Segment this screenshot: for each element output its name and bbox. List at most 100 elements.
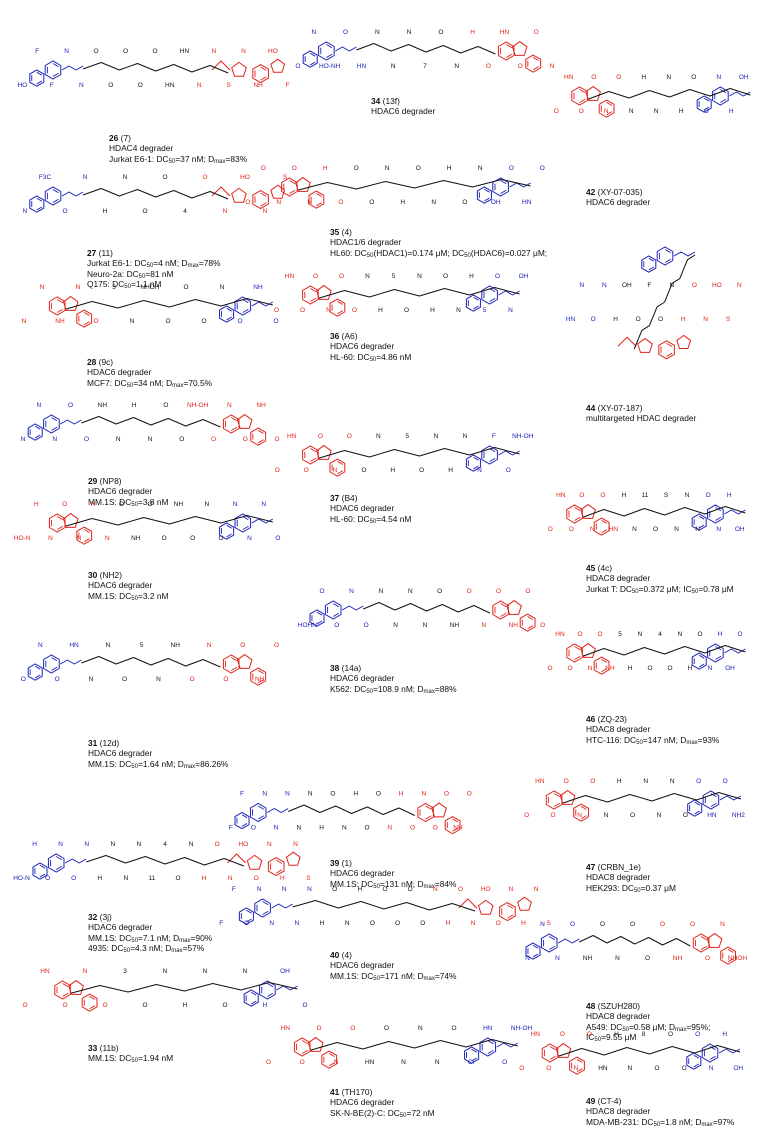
aromatic-bond [574, 516, 581, 521]
atom-label: O [347, 433, 352, 440]
aromatic-bond [56, 525, 64, 530]
atom-label: H [617, 778, 622, 785]
compound-activity: HTC-116: DC50=147 nM; Dmax=93% [586, 734, 720, 746]
atom-label: OH [735, 526, 745, 533]
aromatic-bond [471, 1057, 477, 1062]
aromatic-bond [267, 992, 274, 997]
atom-label: N [243, 968, 248, 975]
atom-label: O [274, 307, 279, 314]
atom-label: N [376, 433, 381, 440]
cap-ring [238, 907, 254, 925]
aromatic-bond [230, 417, 238, 422]
atom-label: OH [725, 665, 735, 672]
atom-label: NH-OH [187, 402, 209, 409]
aromatic-bond [484, 188, 490, 193]
aromatic-bond [601, 659, 608, 663]
compound-activity: Jurkat E6-1: DC50=4 nM; Dmax=78% [87, 258, 221, 270]
aromatic-bond [257, 805, 265, 810]
aromatic-bond [275, 869, 283, 874]
atom-label: N [124, 875, 129, 882]
atom-label: N [297, 825, 302, 832]
compound-activity: Jurkat E6-1: DC50=37 nM; Dmax=83% [109, 153, 248, 165]
atom-label: O [219, 535, 224, 542]
atom-label: N [365, 273, 370, 280]
aromatic-bond [62, 983, 69, 988]
atom-label: F3C [39, 174, 52, 181]
warhead-ring [234, 513, 252, 533]
aromatic-bond [425, 805, 432, 810]
imide-ring [307, 1036, 324, 1052]
atom-label: H [448, 467, 453, 474]
atom-label: HN [609, 526, 619, 533]
warhead-chain [61, 191, 84, 197]
atom-label: N [137, 841, 142, 848]
linker-chain [86, 855, 244, 867]
atom-label: N [52, 436, 57, 443]
atom-label: O [274, 642, 279, 649]
atom-label: N [654, 108, 659, 115]
aromatic-bond [484, 197, 490, 202]
compound-activity: HDAC6 degrader [330, 868, 395, 879]
aromatic-bond [700, 945, 707, 950]
aromatic-bond [720, 89, 727, 94]
aromatic-bond [727, 958, 734, 963]
aromatic-bond [55, 856, 63, 861]
hydroxyproline-ring [231, 61, 247, 77]
glutarimide-ring [329, 298, 346, 317]
atom-label: O [590, 778, 595, 785]
atom-label: O [567, 665, 572, 672]
compound-number: 40 (4) [330, 950, 352, 960]
linker-chain [298, 179, 531, 191]
aromatic-bond [601, 668, 608, 673]
aromatic-bond [83, 312, 90, 316]
warhead-chain [719, 795, 742, 801]
aromatic-bond [328, 1062, 335, 1067]
aromatic-bond [694, 810, 700, 815]
aromatic-bond [337, 470, 343, 475]
atom-label: HO [712, 282, 722, 289]
aromatic-bond [527, 625, 534, 630]
atom-label: O [300, 1059, 305, 1066]
imide-ring [62, 295, 79, 311]
linker-chain [81, 656, 221, 668]
atom-label: NH [174, 501, 184, 508]
atom-label: N [391, 63, 396, 70]
aromatic-bond [715, 516, 722, 521]
linker-chain [81, 416, 221, 428]
atom-label: O [630, 812, 635, 819]
compound-caption-c42: 42 (XY-07-035)HDAC6 degrader [586, 187, 650, 208]
atom-label: HO [240, 174, 250, 181]
phthalimide-benzene [302, 285, 319, 305]
atom-label: N [204, 501, 209, 508]
warhead-chain [60, 659, 82, 665]
compound-number: 46 (ZQ-23) [586, 714, 627, 724]
atom-label: O [667, 665, 672, 672]
aromatic-bond [260, 202, 267, 207]
warhead-ring [481, 285, 498, 305]
compound-activity: MM.1S: DC50=3.2 nM [88, 590, 169, 602]
atom-label: H [390, 467, 395, 474]
atom-label: S [547, 920, 552, 927]
compound-activity: HDAC6 degrader [330, 1097, 395, 1108]
atom-label: N [534, 886, 539, 893]
atom-label: H [320, 920, 325, 927]
compound-number: 47 (CRBN_1e) [586, 862, 641, 872]
atom-label: H [718, 631, 723, 638]
compound-activity: HEK293: DC50=0.37 μM [586, 882, 676, 894]
linker-chain [71, 982, 298, 994]
atom-label: O [108, 82, 113, 89]
atom-label: N [379, 588, 384, 595]
atom-label: O [540, 165, 545, 172]
imide-ring [506, 599, 522, 615]
atom-label: N [478, 165, 483, 172]
benzyl-ring [267, 857, 285, 877]
atom-label: O [723, 778, 728, 785]
aromatic-bond [250, 991, 257, 996]
atom-label: N [77, 535, 82, 542]
atom-label: N [223, 208, 228, 215]
